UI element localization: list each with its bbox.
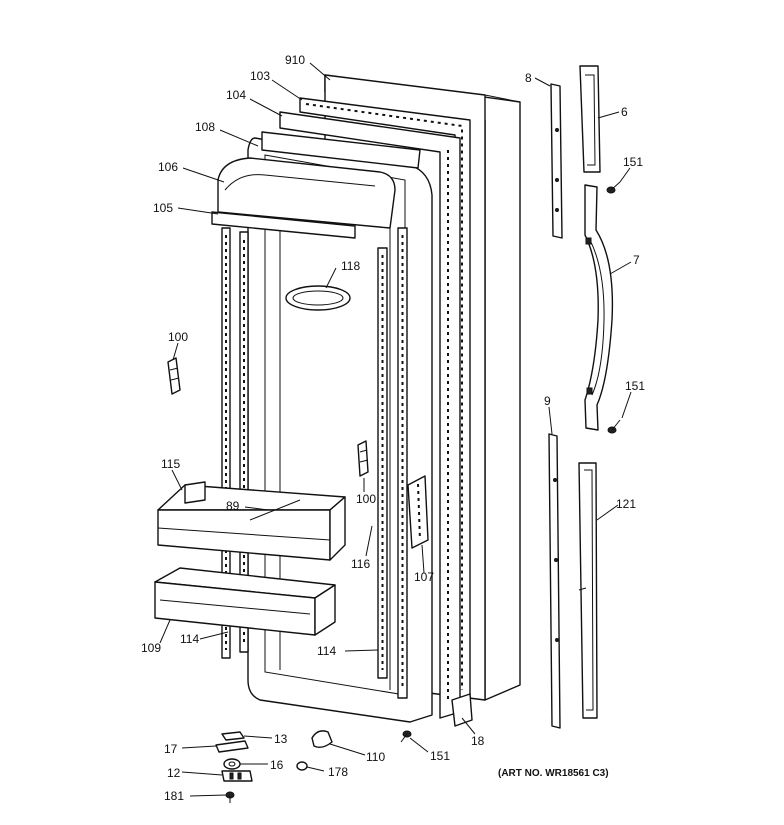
- handle-recess: [285, 285, 351, 311]
- label-910: 910: [285, 53, 305, 67]
- door-dike-frame: [279, 111, 461, 719]
- cam-110: [311, 730, 333, 749]
- label-114-right: 114: [317, 644, 336, 658]
- label-115: 115: [161, 457, 180, 471]
- label-107: 107: [414, 570, 434, 584]
- label-151-lower: 151: [625, 379, 645, 393]
- label-109: 109: [141, 641, 161, 655]
- bracket-left: [167, 357, 181, 395]
- label-100-right: 100: [356, 492, 376, 506]
- bottom-trim: [451, 693, 473, 727]
- label-110: 110: [366, 750, 385, 764]
- door-shelf-upper: [157, 481, 346, 561]
- hinge-part-17: [215, 740, 249, 753]
- label-9: 9: [544, 394, 551, 408]
- label-18: 18: [471, 734, 485, 748]
- label-13: 13: [274, 732, 288, 746]
- washer-178: [296, 761, 308, 771]
- label-181: 181: [164, 789, 184, 803]
- dairy-compartment-door: [211, 131, 421, 239]
- label-105: 105: [153, 201, 173, 215]
- screw-151-upper: [606, 181, 621, 194]
- trim-strip-8: [550, 83, 563, 239]
- bushing-16: [223, 758, 241, 770]
- handle-7: [584, 184, 614, 431]
- label-104: 104: [226, 88, 246, 102]
- label-16: 16: [270, 758, 284, 772]
- screw-151-bottom: [400, 730, 412, 743]
- label-8: 8: [525, 71, 532, 85]
- label-103: 103: [250, 69, 270, 83]
- label-12: 12: [167, 766, 181, 780]
- label-7: 7: [633, 253, 640, 267]
- label-114-left: 114: [180, 632, 199, 646]
- label-178: 178: [328, 765, 348, 779]
- label-106: 106: [158, 160, 178, 174]
- right-shelf-rail: [377, 227, 408, 699]
- bracket-right: [357, 440, 369, 477]
- part-labels: 910 103 104 108 106 105 118 100 115 89 1…: [141, 53, 645, 803]
- screw-151-lower: [607, 419, 621, 434]
- door-shelf-lower: [154, 567, 336, 636]
- label-17: 17: [164, 742, 178, 756]
- cover-strip: [407, 475, 429, 549]
- hinge-12: [221, 770, 253, 782]
- label-6: 6: [621, 105, 628, 119]
- label-151-upper: 151: [623, 155, 643, 169]
- label-108: 108: [195, 120, 215, 134]
- label-118: 118: [341, 259, 360, 273]
- art-number: (ART NO. WR18561 C3): [498, 768, 609, 779]
- label-151-bottom: 151: [430, 749, 450, 763]
- label-116: 116: [351, 557, 370, 571]
- label-121: 121: [616, 497, 636, 511]
- leader-lines: [159, 62, 632, 797]
- handle-cap-6: [579, 65, 601, 173]
- hinge-part-13: [221, 731, 245, 741]
- trim-strip-9: [548, 433, 561, 729]
- screw-181: [225, 791, 235, 803]
- handle-cap-121: [578, 462, 598, 719]
- label-100-left: 100: [168, 330, 188, 344]
- label-89: 89: [226, 499, 240, 513]
